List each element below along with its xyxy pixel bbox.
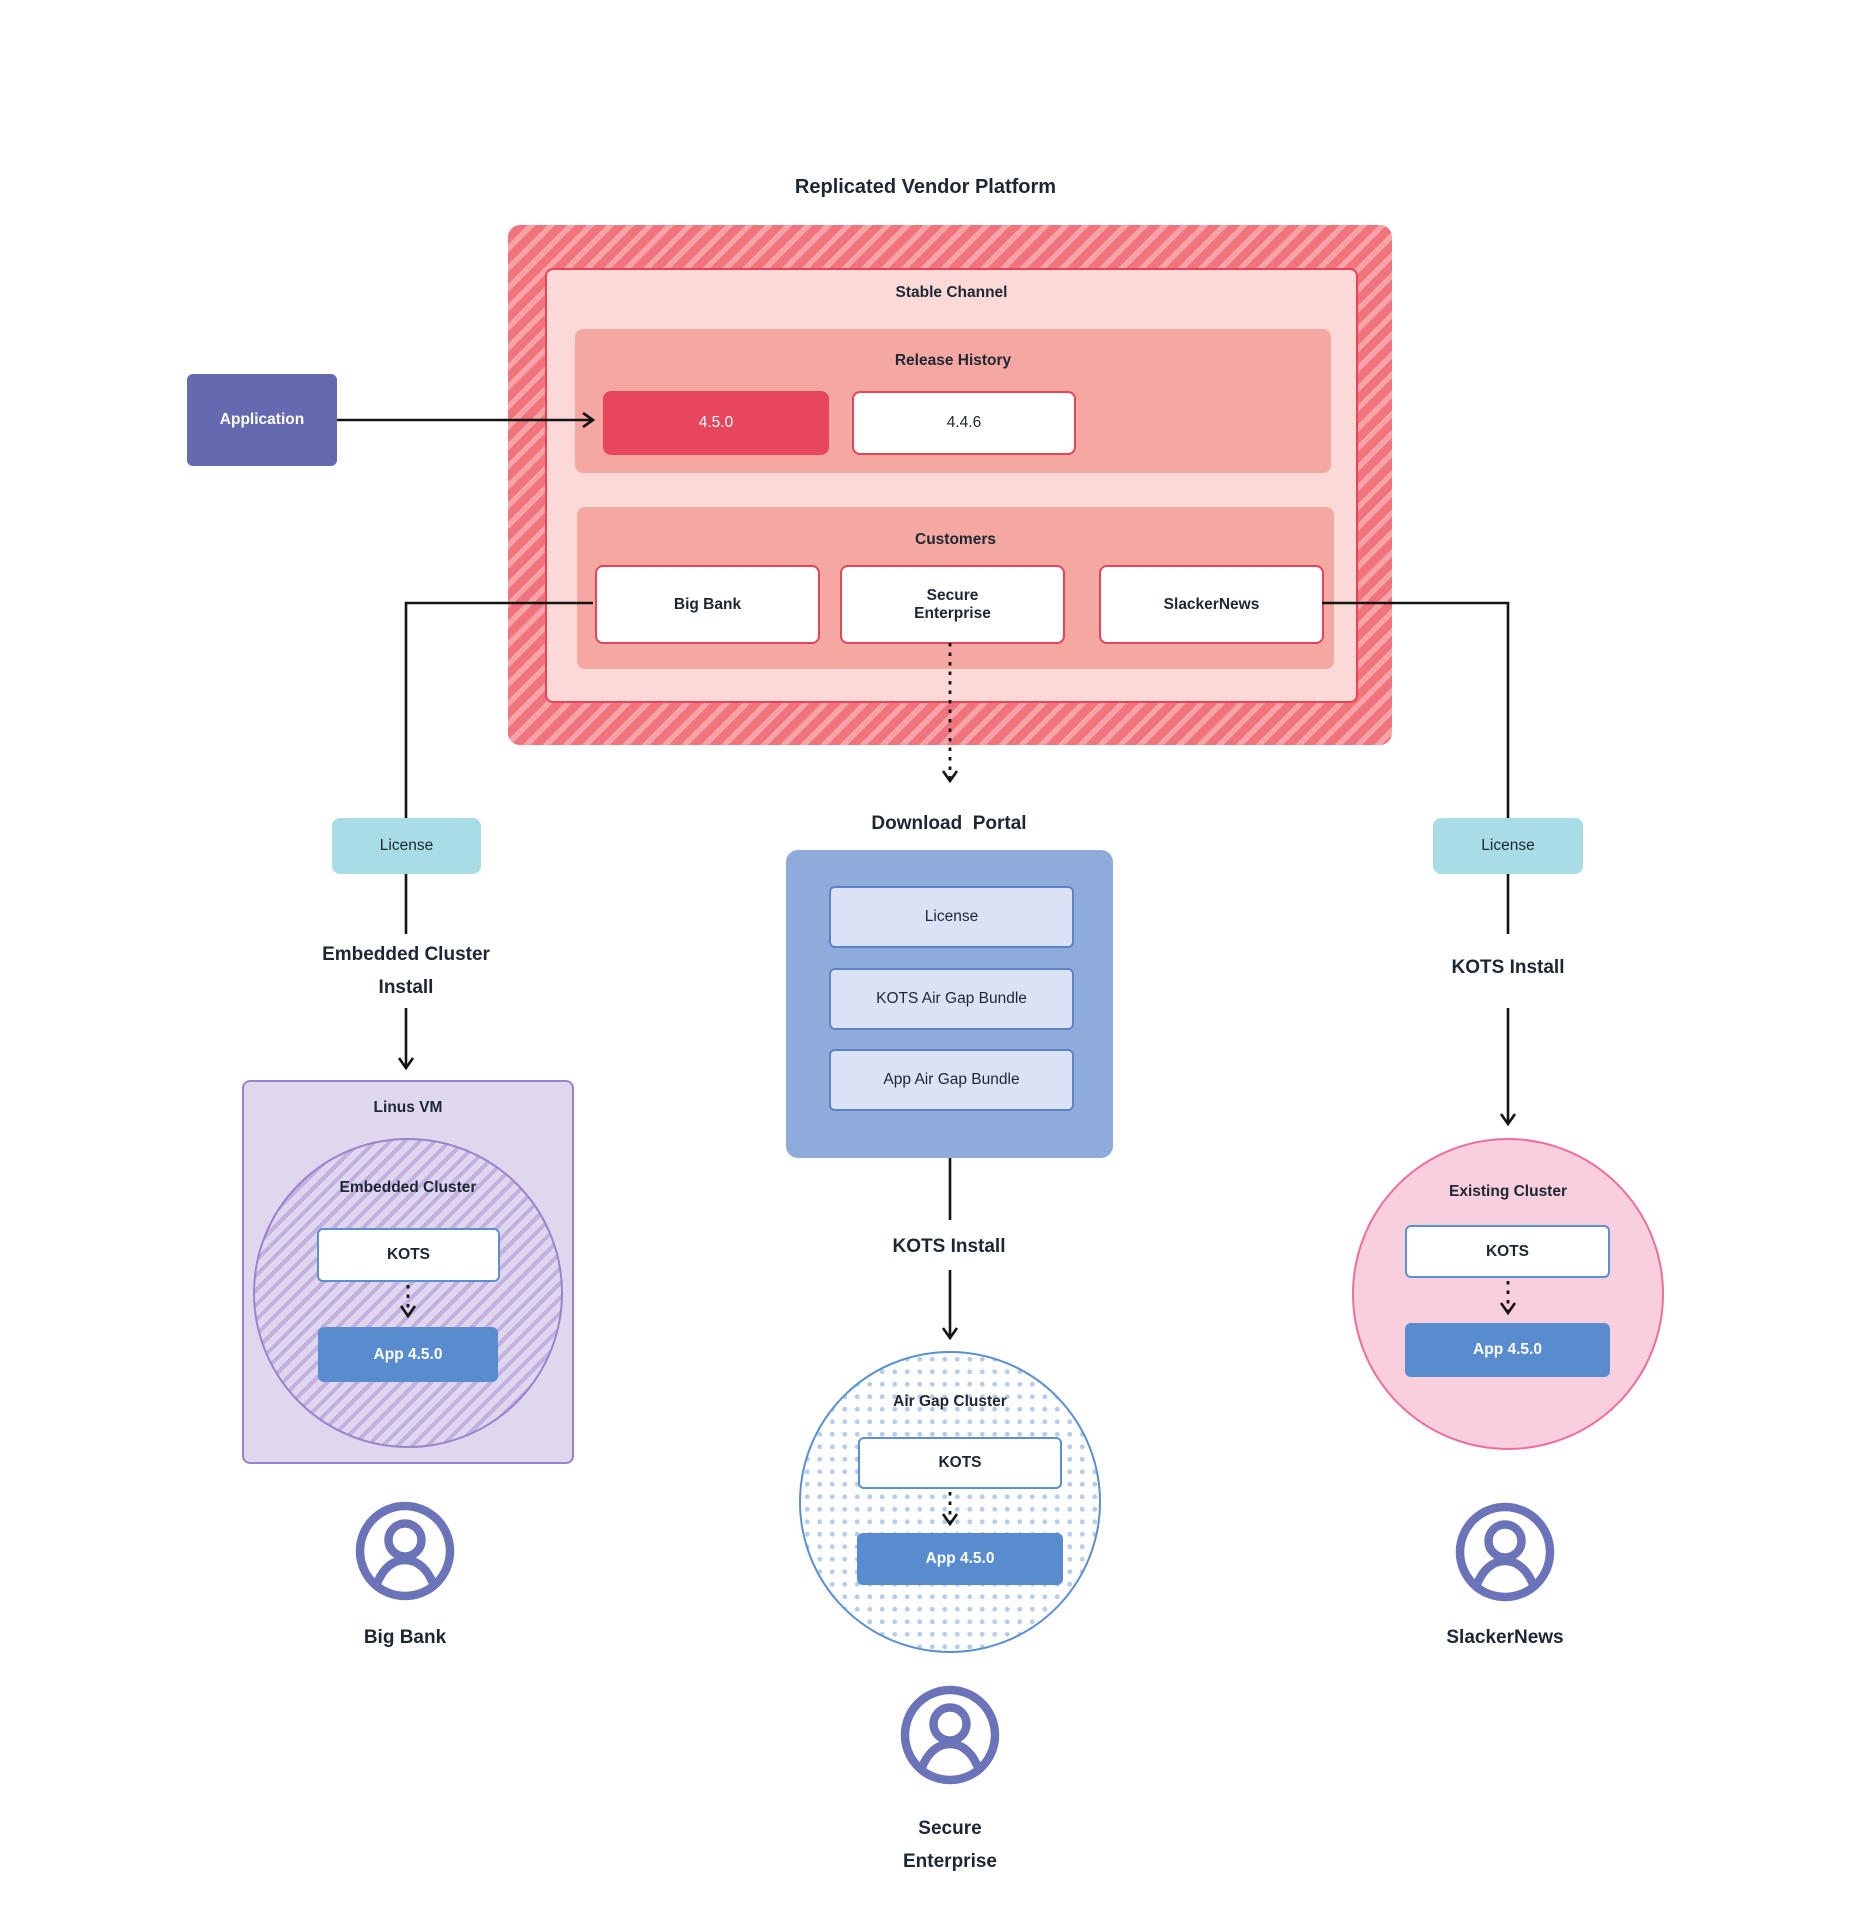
customer-box-slackernews: SlackerNews — [1099, 565, 1324, 644]
app-box-left: App 4.5.0 — [318, 1327, 498, 1382]
kots-box-middle: KOTS — [858, 1437, 1062, 1489]
portal-item-license: License — [829, 886, 1074, 948]
vendor-platform-box: Stable Channel Release History 4.5.0 4.4… — [508, 225, 1392, 745]
kots-box-right: KOTS — [1405, 1225, 1610, 1278]
app-box-middle: App 4.5.0 — [857, 1533, 1063, 1585]
application-box: Application — [187, 374, 337, 466]
embedded-cluster-install-label: Embedded Cluster Install — [322, 944, 490, 998]
release-box-previous: 4.4.6 — [852, 391, 1076, 455]
app-box-right: App 4.5.0 — [1405, 1323, 1610, 1377]
big-bank-user-label: Big Bank — [363, 1626, 447, 1648]
license-box-left: License — [332, 818, 481, 874]
release-history-label: Release History — [894, 352, 1012, 369]
release-history-section: Release History 4.5.0 4.4.6 — [575, 329, 1331, 473]
secure-enterprise-user-label: Secure Enterprise — [903, 1818, 997, 1872]
air-gap-cluster-label: Air Gap Cluster — [893, 1393, 1007, 1410]
secure-enterprise-user-icon — [900, 1685, 1000, 1785]
portal-item-app-airgap-bundle: App Air Gap Bundle — [829, 1049, 1074, 1111]
embedded-cluster-label: Embedded Cluster — [339, 1179, 477, 1196]
big-bank-user-icon — [355, 1501, 455, 1601]
release-box-current: 4.5.0 — [603, 391, 829, 455]
stable-channel-box: Stable Channel Release History 4.5.0 4.4… — [545, 268, 1358, 703]
customer-box-big-bank: Big Bank — [595, 565, 820, 644]
existing-cluster-label: Existing Cluster — [1449, 1183, 1567, 1200]
kots-install-label-right: KOTS Install — [1451, 956, 1565, 978]
page-title: Replicated Vendor Platform — [794, 175, 1057, 198]
customers-section: Customers Big Bank Secure Enterprise Sla… — [577, 507, 1334, 669]
slackernews-user-label: SlackerNews — [1446, 1626, 1564, 1648]
kots-box-left: KOTS — [317, 1228, 500, 1282]
stable-channel-label: Stable Channel — [895, 284, 1008, 301]
linus-vm-label: Linus VM — [373, 1099, 443, 1116]
license-box-right: License — [1433, 818, 1583, 874]
customer-box-secure-enterprise: Secure Enterprise — [840, 565, 1065, 644]
portal-item-kots-airgap-bundle: KOTS Air Gap Bundle — [829, 968, 1074, 1030]
customers-label: Customers — [915, 531, 996, 548]
kots-install-label-middle: KOTS Install — [892, 1235, 1006, 1257]
download-portal-title: Download Portal — [871, 812, 1027, 834]
slackernews-user-icon — [1455, 1502, 1555, 1602]
